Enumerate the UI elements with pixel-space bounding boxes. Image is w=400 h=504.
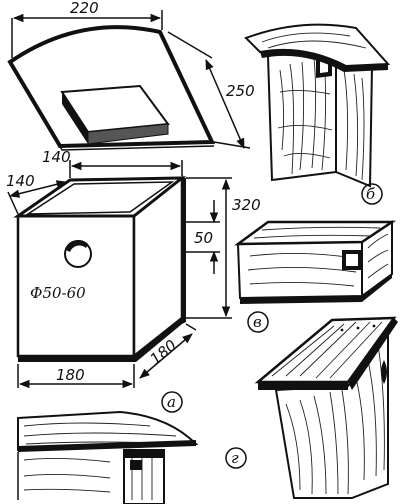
box-width-label: 140 <box>42 148 71 166</box>
roof-width-label: 220 <box>70 0 99 17</box>
roof-panel <box>7 25 216 151</box>
label-g-circle: г <box>225 447 247 469</box>
birdhouse-assembled <box>244 23 391 188</box>
label-v-circle: в <box>247 311 269 333</box>
box-width-dimension: 140 <box>42 148 183 178</box>
roof-cleat-block <box>60 84 170 145</box>
entrance-hole <box>64 240 92 268</box>
birdhouse-slanted <box>254 316 398 499</box>
box-depth-dimension: 140 <box>6 172 68 215</box>
label-a: а <box>167 393 176 411</box>
box-height-label: 320 <box>232 196 261 214</box>
roof-width-dimension: 220 <box>11 0 163 58</box>
base-width-label: 180 <box>56 366 85 384</box>
label-b-circle: б <box>361 183 383 205</box>
label-a-circle: а <box>161 391 183 413</box>
label-g: г <box>231 449 239 467</box>
hole-offset-dimension: 50 <box>186 200 220 274</box>
box-height-dimension: 320 <box>186 177 261 319</box>
roof-depth-dimension: 250 <box>167 31 255 149</box>
hole-diameter-label: Ф50-60 <box>30 284 86 302</box>
roof-depth-label: 250 <box>226 82 255 100</box>
birdhouse-horizontal <box>234 220 397 304</box>
label-v: в <box>253 313 262 331</box>
birdhouse-box: Ф50-60 <box>13 175 187 362</box>
base-width-dimension: 180 <box>17 364 135 389</box>
label-b: б <box>366 185 376 203</box>
roof-section-detail <box>17 410 199 504</box>
hole-offset-label: 50 <box>194 229 213 247</box>
box-depth-label: 140 <box>6 172 35 190</box>
